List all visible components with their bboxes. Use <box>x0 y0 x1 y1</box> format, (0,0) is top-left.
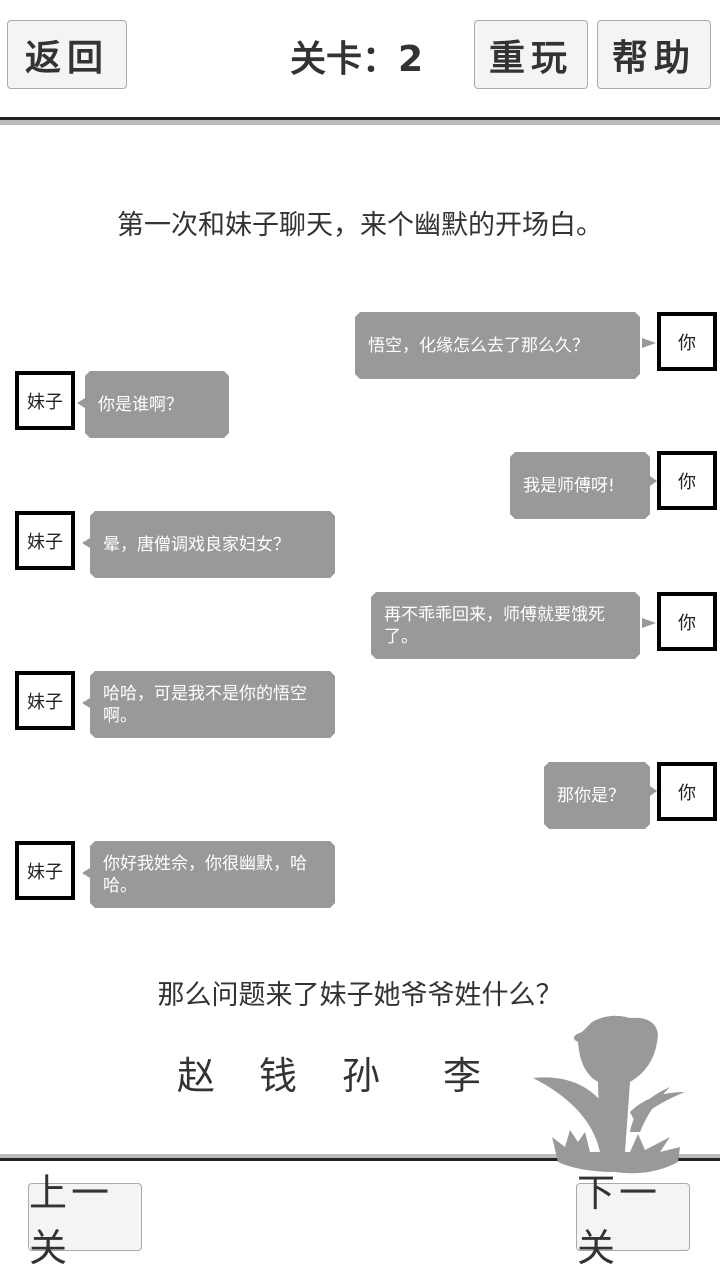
replay-button[interactable]: 重玩 <box>474 20 588 89</box>
level-title: 关卡：2 <box>290 39 424 80</box>
footer-divider <box>0 1158 720 1161</box>
avatar-you: 你 <box>657 762 717 821</box>
bubble-tail <box>642 338 656 348</box>
bubble-tail <box>82 868 90 878</box>
bubble-tail <box>82 538 90 548</box>
option-zhao[interactable]: 赵 <box>177 1054 216 1098</box>
avatar-girl: 妹子 <box>15 671 75 730</box>
back-button[interactable]: 返回 <box>7 20 127 89</box>
chat-bubble-you: 再不乖乖回来，师傅就要饿死了。 <box>371 592 640 659</box>
bubble-tail <box>82 698 90 708</box>
option-li[interactable]: 李 <box>443 1054 482 1098</box>
chat-bubble-you: 那你是？ <box>544 762 650 829</box>
header-divider <box>0 117 720 120</box>
avatar-you: 你 <box>657 592 717 651</box>
avatar-you: 你 <box>657 312 717 371</box>
chat-bubble-you: 我是师傅呀! <box>510 452 650 519</box>
previous-level-button[interactable]: 上一关 <box>28 1171 142 1270</box>
chat-bubble-you: 悟空，化缘怎么去了那么久？ <box>355 312 640 379</box>
chat-bubble-girl: 你好我姓佘，你很幽默，哈哈。 <box>90 841 335 908</box>
header-divider-shadow <box>0 120 720 125</box>
chat-bubble-girl: 晕，唐僧调戏良家妇女？ <box>90 511 335 578</box>
chat-bubble-girl: 你是谁啊？ <box>85 371 229 438</box>
avatar-girl: 妹子 <box>15 841 75 900</box>
avatar-you: 你 <box>657 451 717 510</box>
chat-bubble-girl: 哈哈，可是我不是你的悟空啊。 <box>90 671 335 738</box>
avatar-girl: 妹子 <box>15 371 75 430</box>
question-intro: 第一次和妹子聊天，来个幽默的开场白。 <box>117 210 603 241</box>
tulip-icon <box>533 1015 685 1174</box>
footer-divider-shadow <box>0 1154 720 1159</box>
option-qian[interactable]: 钱 <box>259 1054 298 1098</box>
bubble-tail <box>650 786 657 796</box>
avatar-girl: 妹子 <box>15 511 75 570</box>
help-button[interactable]: 帮助 <box>597 20 711 89</box>
bubble-tail <box>650 476 657 486</box>
question-text: 那么问题来了妹子她爷爷姓什么？ <box>157 980 563 1011</box>
bubble-tail <box>77 398 85 408</box>
option-sun[interactable]: 孙 <box>342 1054 381 1098</box>
next-level-button[interactable]: 下一关 <box>576 1171 690 1270</box>
bubble-tail <box>642 618 656 628</box>
